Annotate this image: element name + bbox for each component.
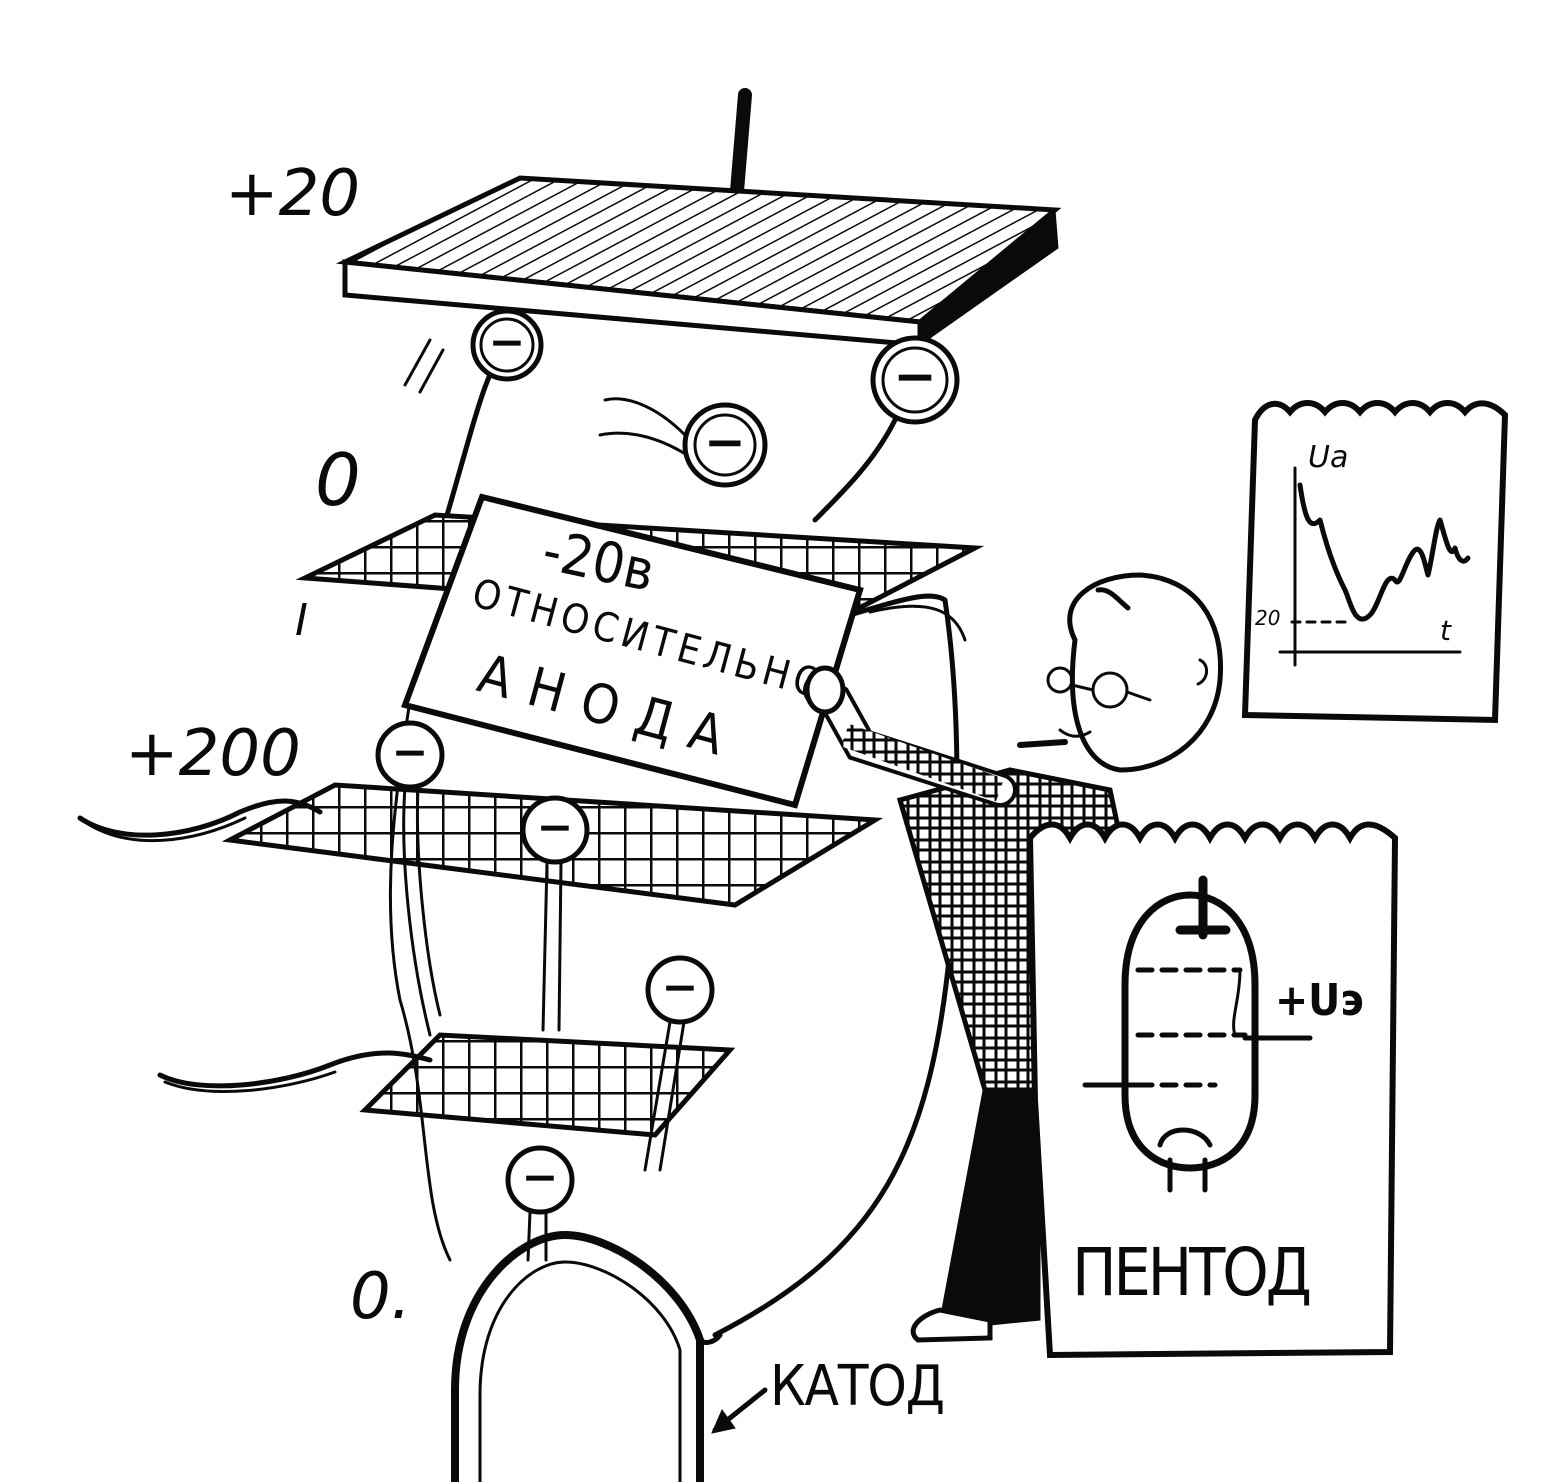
graph-poster: Uа 20 t xyxy=(1241,400,1509,724)
svg-text:−: − xyxy=(704,413,746,471)
electron: − xyxy=(643,955,715,1172)
suppressor-mark: I xyxy=(295,595,308,646)
anode-plate xyxy=(335,88,1062,348)
control-grid xyxy=(157,1032,736,1138)
svg-text:−: − xyxy=(392,727,429,778)
cathode-voltage-label: 0. xyxy=(350,1260,411,1334)
sign-board: -20в ОТНОСИТЕЛЬНО АНОДА xyxy=(401,493,864,809)
electron: − xyxy=(375,720,445,1037)
graph-x-axis-label: t xyxy=(1440,614,1452,647)
screen-grid xyxy=(77,782,884,908)
electron: − xyxy=(520,795,590,1032)
anode-voltage-label: +20 xyxy=(225,157,360,231)
suppressor-voltage-label: 0 xyxy=(315,438,361,522)
electrons: − − − − − − − xyxy=(375,308,960,1262)
svg-text:−: − xyxy=(537,802,574,853)
cathode-filament xyxy=(388,698,723,1482)
pentode-tube-symbol xyxy=(1082,875,1313,1193)
electron: − xyxy=(505,1145,575,1262)
cathode-label: КАТОД xyxy=(770,1354,945,1419)
svg-text:−: − xyxy=(522,1152,559,1203)
svg-text:−: − xyxy=(893,347,937,407)
cathode-pointer xyxy=(711,1387,768,1434)
pentode-poster-title: ПЕНТОД xyxy=(1072,1234,1312,1311)
svg-text:−: − xyxy=(489,317,526,368)
electron: − xyxy=(444,308,544,518)
screen-voltage-label: +200 xyxy=(125,717,301,791)
graph-y-axis-label: Uа xyxy=(1308,440,1348,475)
svg-text:−: − xyxy=(662,962,699,1013)
pentode-poster: +Uэ ПЕНТОД xyxy=(1026,821,1399,1359)
graph-level-label: 20 xyxy=(1255,606,1280,630)
pentode-voltage-label: +Uэ xyxy=(1275,975,1364,1026)
electron: − xyxy=(598,397,768,488)
electron: − xyxy=(812,335,960,523)
